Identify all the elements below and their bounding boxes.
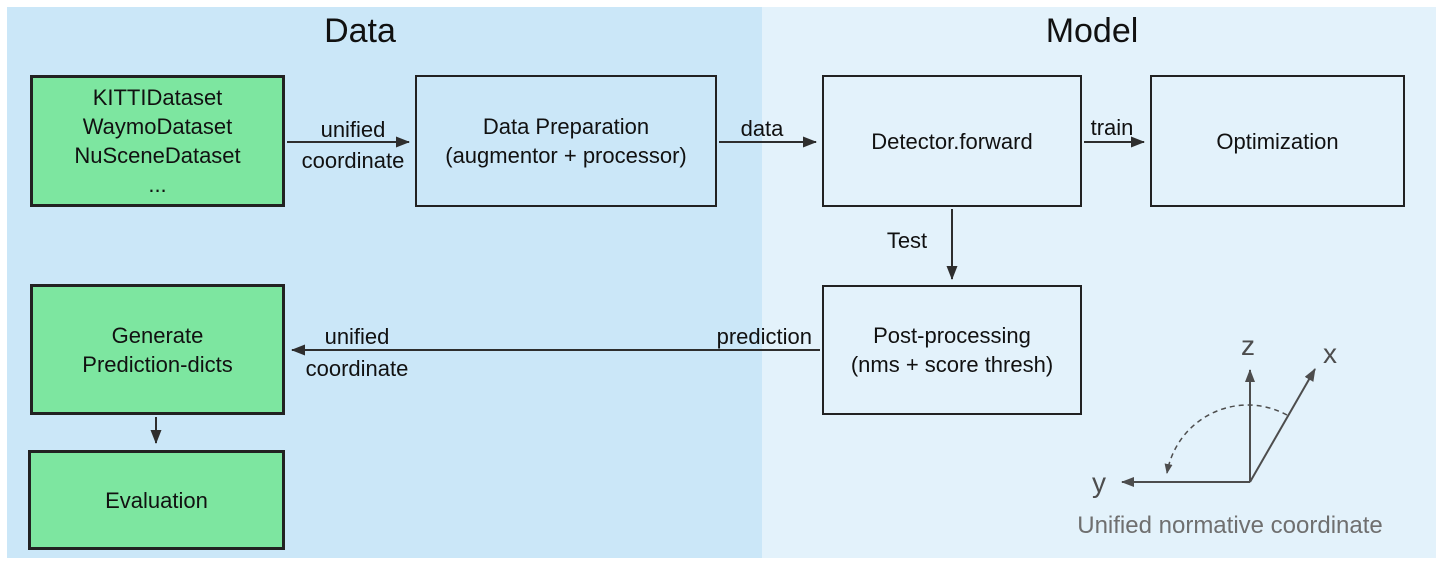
evaluation-label: Evaluation	[105, 487, 208, 513]
detector-forward-label: Detector.forward	[871, 128, 1033, 154]
coordinate-diagram-caption: Unified normative coordinate	[1077, 512, 1383, 539]
generate-line-1: Generate	[111, 322, 204, 348]
x-axis	[1249, 368, 1316, 483]
datasets-line-1: KITTIDataset	[92, 85, 223, 110]
data-panel-title: Data	[324, 12, 396, 50]
post-processing-line-1: Post-processing	[873, 323, 1031, 348]
detector-forward-box: Detector.forward	[822, 75, 1082, 207]
coordinate-diagram: z x y Unified normative coordinate	[1077, 330, 1383, 539]
model-panel-title: Model	[1045, 12, 1139, 50]
edge-label-unified-bottom-line-1: unified	[324, 324, 390, 349]
edge-label-unified-top-line-2: coordinate	[301, 148, 405, 173]
edge-label-unified-coordinate-bottom: unified coordinate	[277, 321, 437, 385]
edge-label-prediction: prediction	[716, 324, 812, 349]
datasets-box: KITTIDataset WaymoDataset NuSceneDataset…	[30, 75, 285, 207]
data-preparation-line-1: Data Preparation	[482, 114, 650, 139]
evaluation-box: Evaluation	[28, 450, 285, 550]
model-panel	[762, 7, 1436, 558]
edge-label-unified-bottom-line-2: coordinate	[305, 356, 409, 381]
datasets-line-2: WaymoDataset	[82, 114, 233, 139]
post-processing-line-2: (nms + score thresh)	[850, 352, 1054, 377]
z-axis-label: z	[1241, 330, 1255, 361]
edge-label-train: train	[1090, 115, 1134, 140]
edge-label-unified-top-line-1: unified	[320, 117, 386, 142]
optimization-label: Optimization	[1216, 128, 1339, 154]
optimization-box: Optimization	[1150, 75, 1405, 207]
edge-label-test: Test	[886, 228, 928, 253]
data-preparation-box: Data Preparation (augmentor + processor)	[415, 75, 717, 207]
datasets-line-4: ...	[148, 172, 167, 197]
post-processing-box: Post-processing (nms + score thresh)	[822, 285, 1082, 415]
edge-label-data: data	[740, 116, 784, 141]
datasets-line-3: NuSceneDataset	[74, 143, 241, 168]
data-preparation-line-2: (augmentor + processor)	[445, 143, 687, 168]
generate-prediction-dicts-box: Generate Prediction-dicts	[30, 284, 285, 415]
generate-line-2: Prediction-dicts	[82, 351, 233, 377]
y-axis-label: y	[1092, 467, 1106, 498]
edge-label-unified-coordinate-top: unified coordinate	[273, 114, 433, 176]
rotation-arc	[1164, 404, 1288, 474]
x-axis-label: x	[1323, 338, 1337, 369]
